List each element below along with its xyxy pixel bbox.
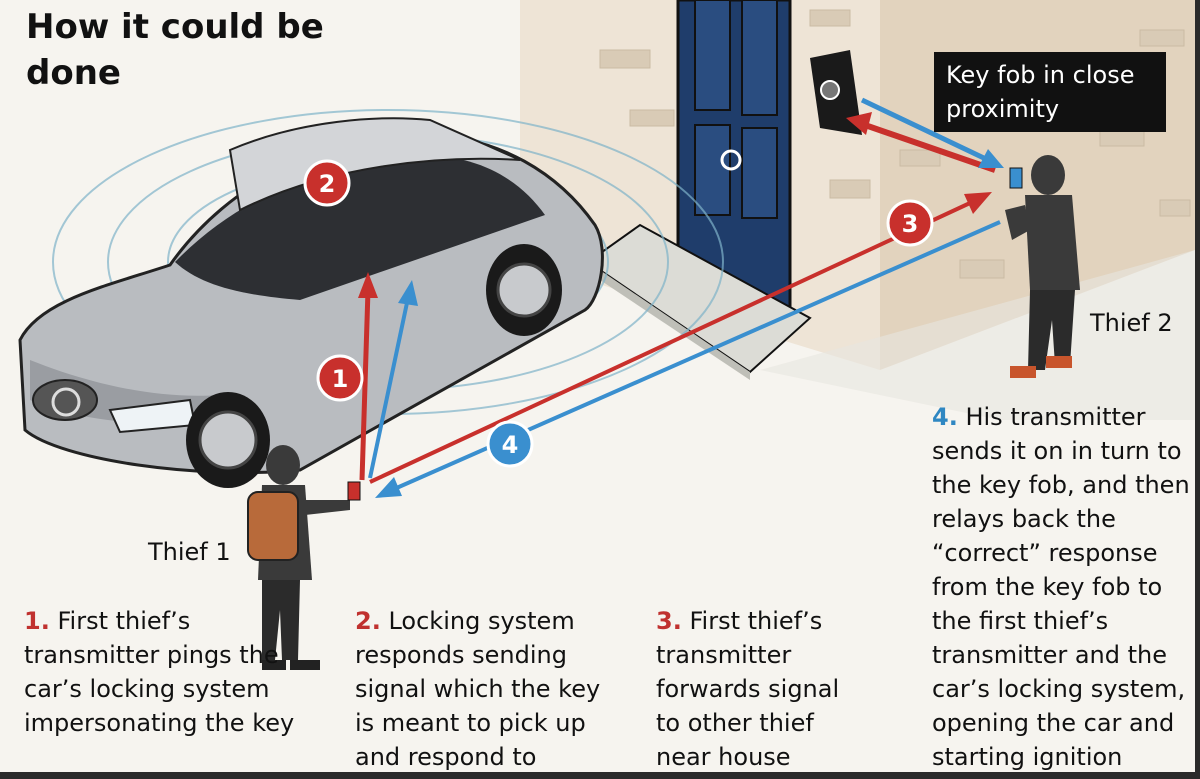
key-fob-label: Key fob in close proximity bbox=[934, 52, 1166, 132]
step-4-text: His transmitter sends it on in turn to t… bbox=[932, 403, 1190, 771]
thief-2-label: Thief 2 bbox=[1090, 309, 1173, 337]
step-1: 1. First thief’s transmitter pings the c… bbox=[24, 604, 314, 740]
frame-bottom-edge bbox=[0, 772, 1200, 779]
thief-2-transmitter-icon bbox=[1009, 167, 1023, 189]
step-1-text: First thief’s transmitter pings the car’… bbox=[24, 607, 295, 737]
marker-1-label: 1 bbox=[332, 365, 349, 393]
frame-right-edge bbox=[1195, 0, 1200, 779]
marker-3-label: 3 bbox=[902, 210, 919, 238]
step-2: 2. Locking system responds sending signa… bbox=[355, 604, 625, 774]
marker-3: 3 bbox=[886, 199, 934, 247]
step-4: 4. His transmitter sends it on in turn t… bbox=[932, 400, 1190, 774]
signal-arrows bbox=[358, 97, 1004, 498]
marker-4-label: 4 bbox=[502, 431, 519, 459]
step-2-text: Locking system responds sending signal w… bbox=[355, 607, 601, 771]
step-3-text: First thief’s transmitter forwards signa… bbox=[656, 607, 840, 771]
step-1-number: 1. bbox=[24, 607, 50, 635]
thief-1-label: Thief 1 bbox=[148, 538, 231, 566]
marker-4: 4 bbox=[486, 420, 534, 468]
key-fob-icon bbox=[820, 80, 840, 100]
thief-1-figure bbox=[247, 445, 361, 670]
marker-1: 1 bbox=[316, 354, 364, 402]
step-3: 3. First thief’s transmitter forwards si… bbox=[656, 604, 866, 774]
marker-2-label: 2 bbox=[319, 170, 336, 198]
step-2-number: 2. bbox=[355, 607, 381, 635]
step-3-number: 3. bbox=[656, 607, 682, 635]
thief-2-figure bbox=[1005, 155, 1080, 378]
thief-1-transmitter-icon bbox=[347, 481, 361, 501]
page-title: How it could be done bbox=[26, 7, 324, 93]
marker-2: 2 bbox=[303, 159, 351, 207]
car bbox=[18, 117, 604, 488]
step-4-number: 4. bbox=[932, 403, 958, 431]
